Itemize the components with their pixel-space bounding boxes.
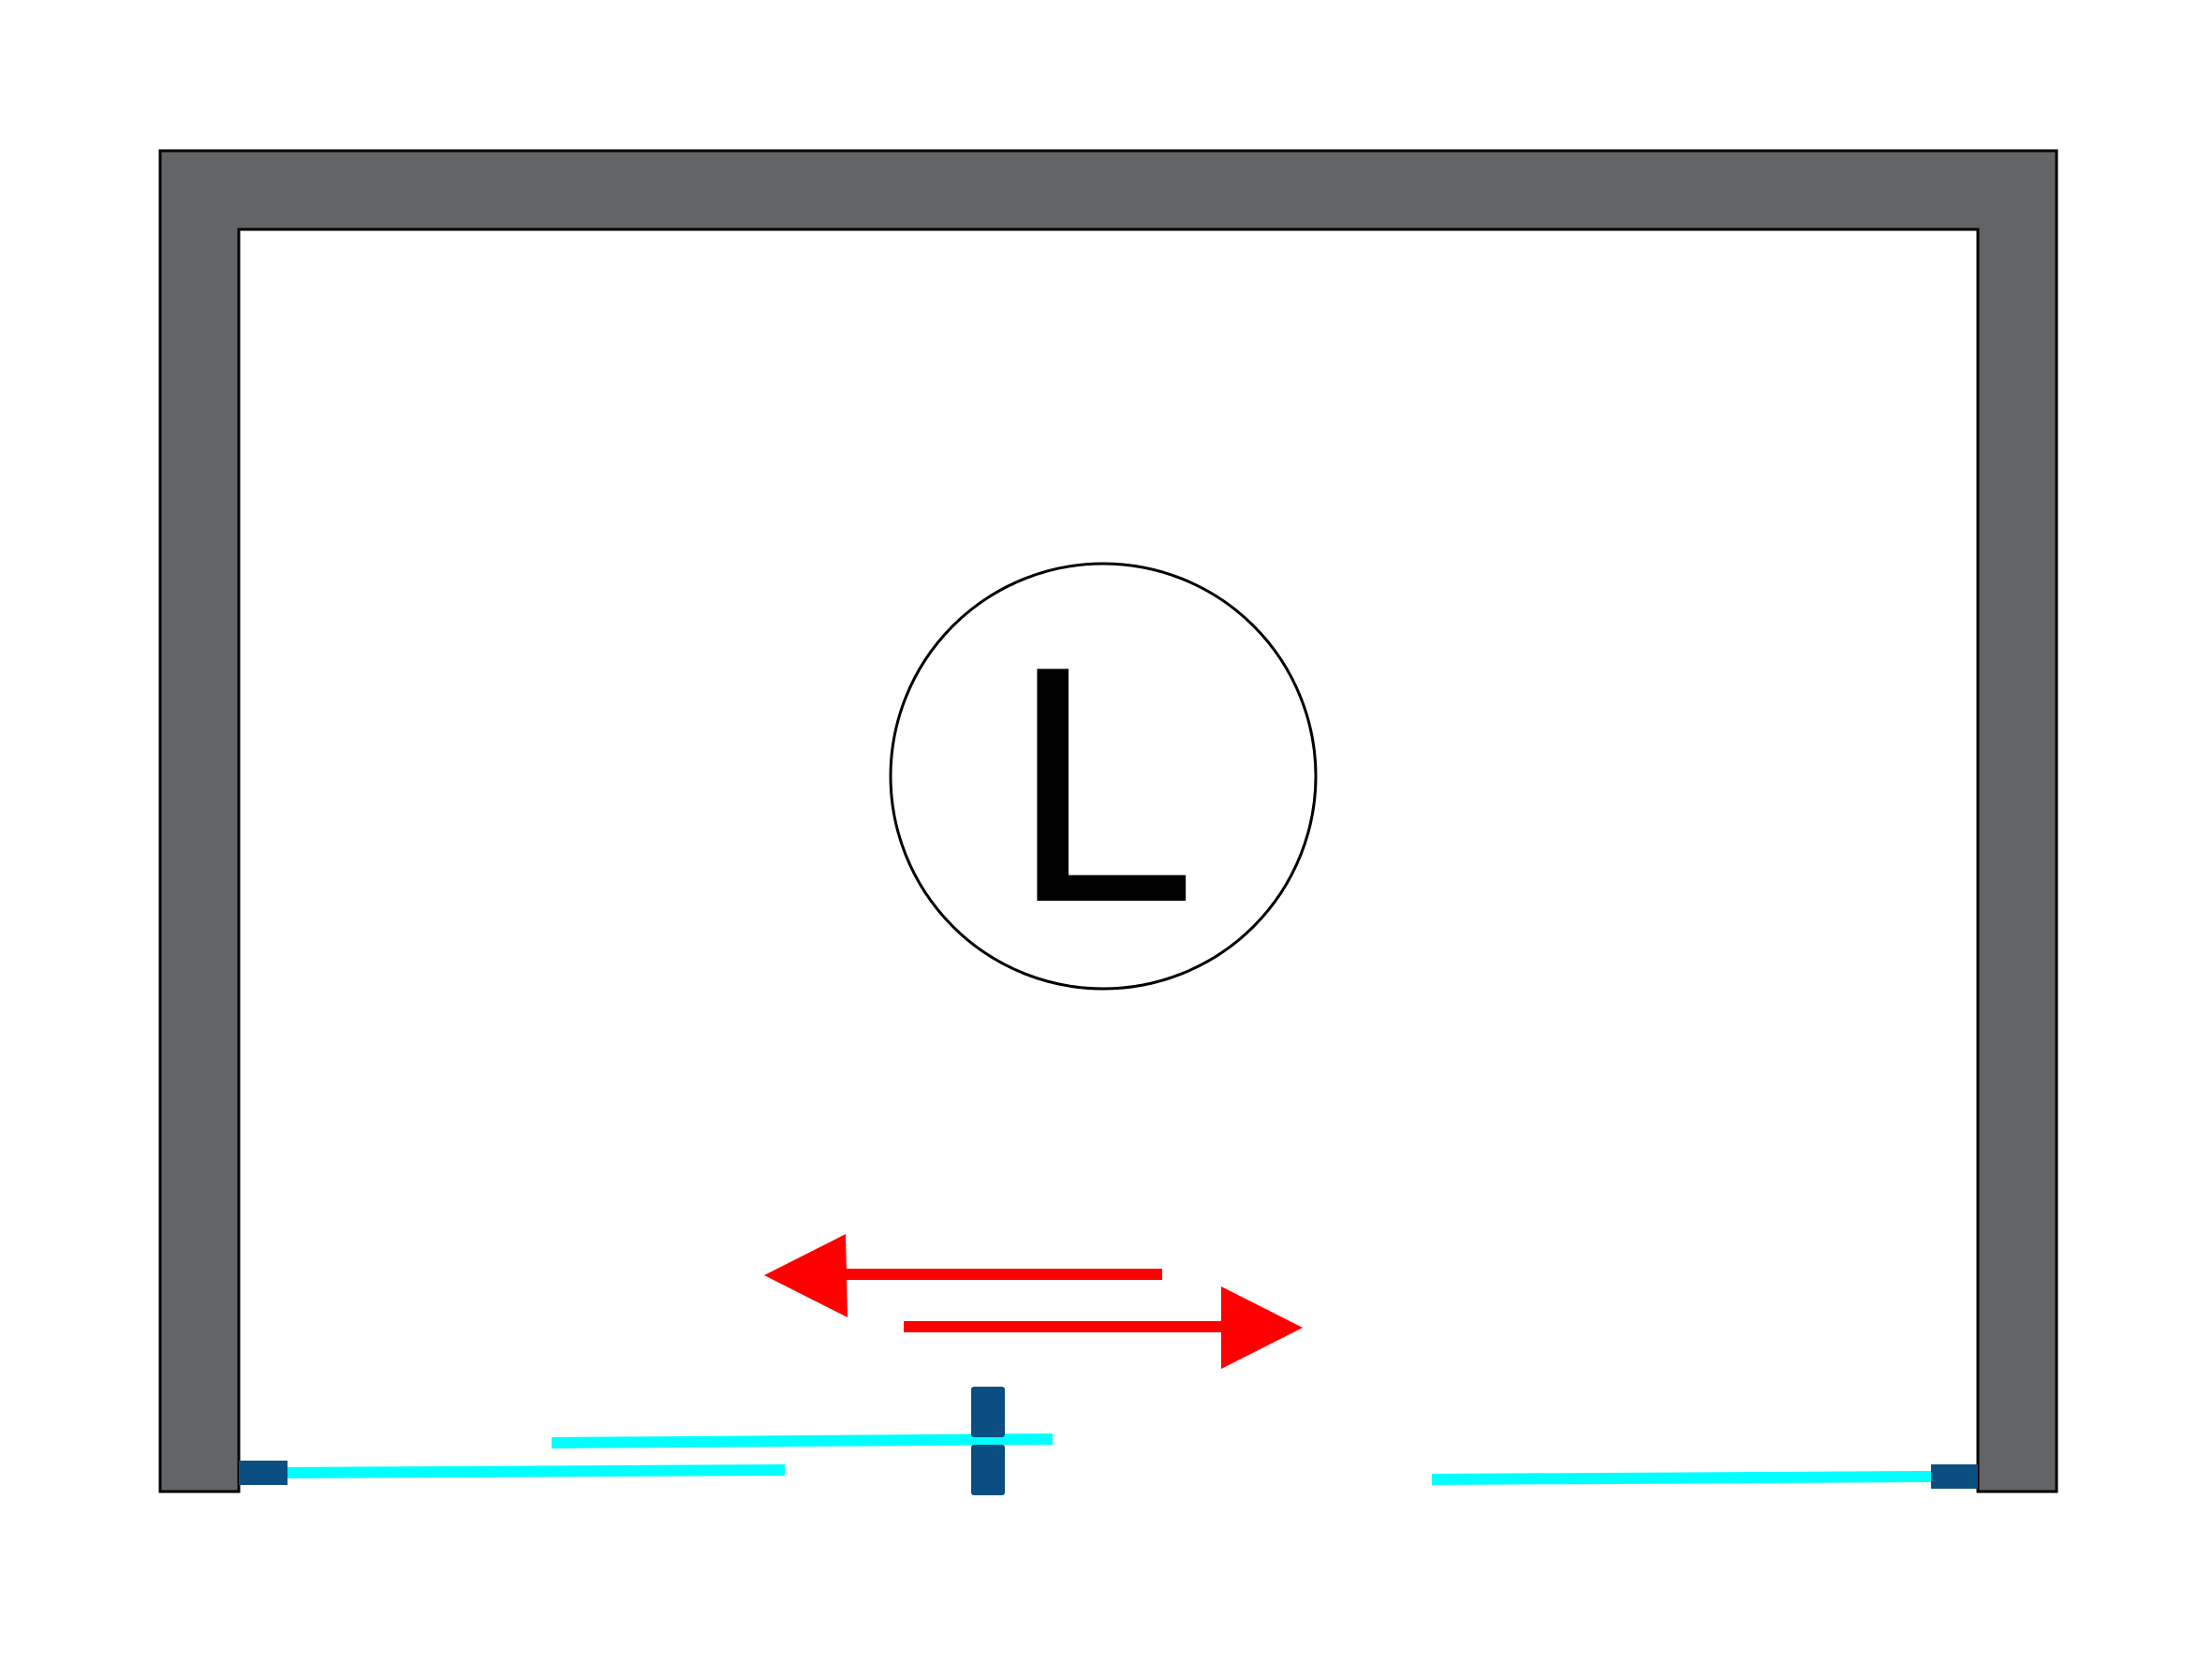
fittings — [239, 1387, 1978, 1495]
left-wall — [158, 228, 241, 1493]
right-wall-bracket — [1931, 1464, 1978, 1489]
sliding-glass-panel — [551, 1433, 1054, 1448]
glass-panels — [282, 1433, 1933, 1485]
label-letter: L — [1010, 596, 1197, 973]
fixed-glass-panel-right — [1431, 1471, 1933, 1485]
top-wall — [158, 149, 2058, 231]
wall-enclosure — [158, 149, 2058, 1493]
orientation-label: L — [889, 562, 1318, 991]
arrow-left-icon — [764, 1234, 1162, 1317]
left-wall-joint — [161, 225, 238, 232]
fixed-glass-panel-left — [282, 1464, 786, 1478]
arrow-right-icon — [904, 1286, 1303, 1369]
label-circle — [889, 562, 1318, 991]
handle-icon — [971, 1387, 1005, 1495]
left-wall-bracket — [239, 1461, 288, 1485]
right-wall-joint — [1979, 225, 2056, 232]
right-wall — [1976, 228, 2058, 1493]
